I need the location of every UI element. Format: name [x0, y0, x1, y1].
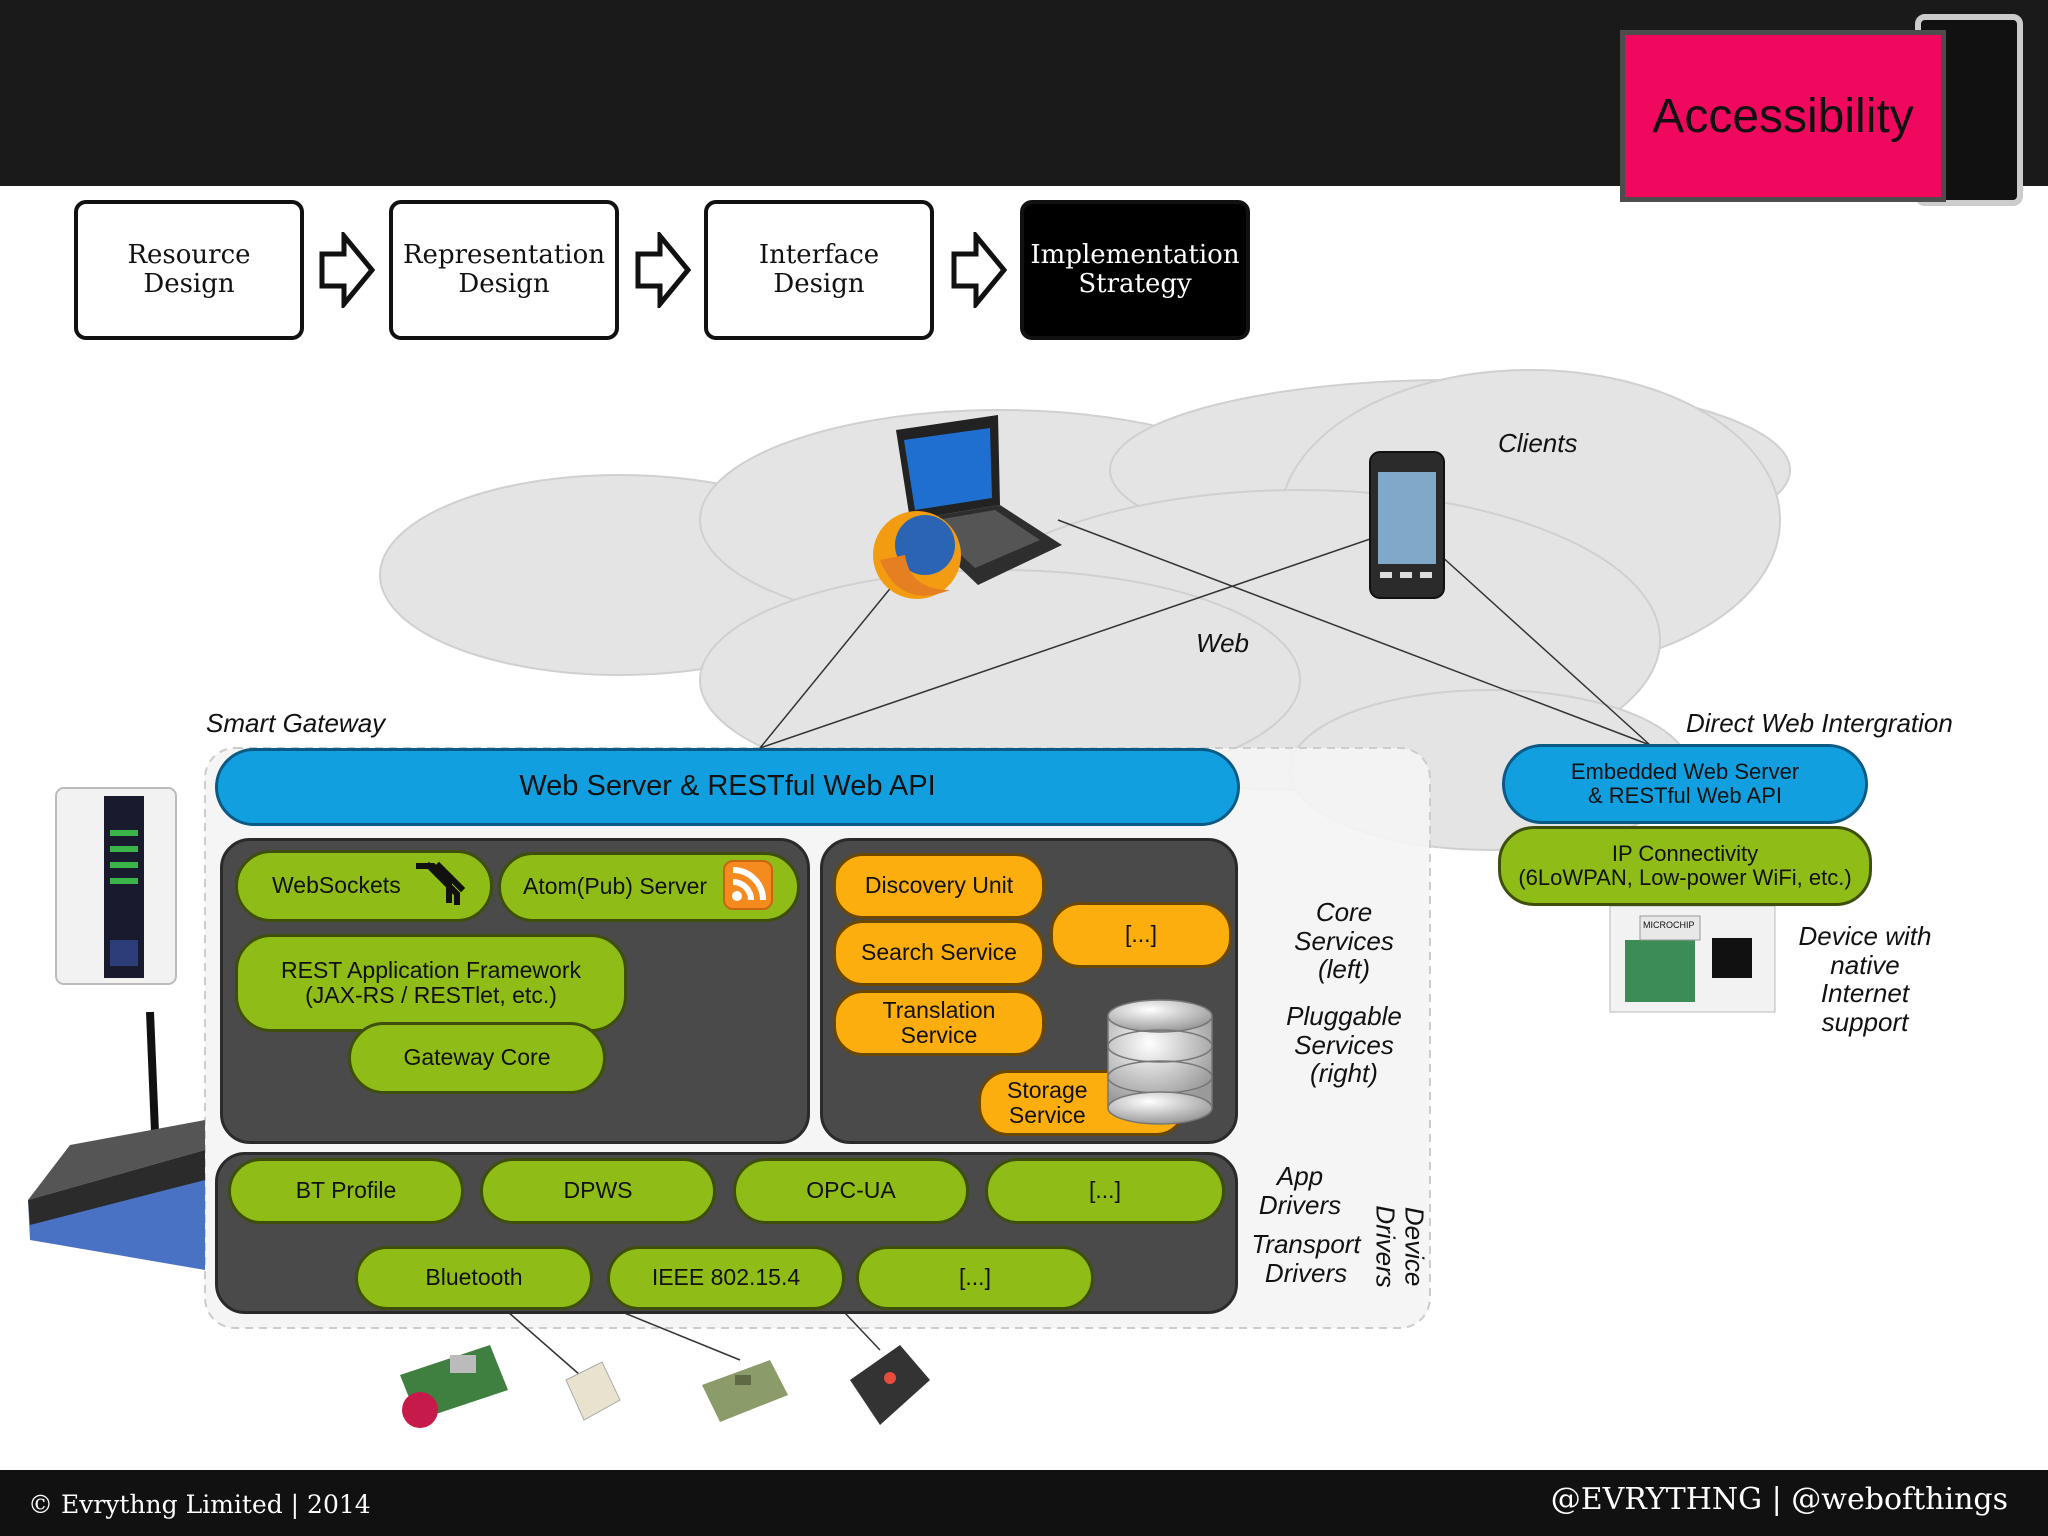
direct-web-integration-label: Direct Web Intergration — [1686, 708, 1953, 738]
storage-line1: Storage — [1007, 1076, 1088, 1103]
caption-line: App — [1276, 1161, 1324, 1191]
caption-line: Drivers — [1264, 1257, 1348, 1288]
websocket-icon — [416, 861, 465, 905]
caption-line: Services — [1294, 1029, 1394, 1060]
transport-drivers-caption: Transport Drivers — [1240, 1230, 1372, 1287]
caption-line: Drivers — [1371, 1205, 1401, 1288]
router-icon — [28, 1011, 205, 1270]
rest-framework-line1: REST Application Framework — [281, 956, 581, 983]
ip-connectivity-line1: IP Connectivity — [1611, 840, 1759, 866]
caption-line: Core — [1315, 897, 1373, 927]
transport-driver-bluetooth: Bluetooth — [355, 1246, 593, 1310]
footer-bar — [0, 1470, 2048, 1536]
nas-server-icon — [55, 787, 177, 985]
transport-driver-ieee-802-15-4: IEEE 802.15.4 — [607, 1246, 845, 1310]
handheld-device-icon — [850, 1345, 930, 1425]
firefox-icon — [873, 511, 961, 599]
step-label-line1: Interface — [758, 240, 880, 271]
step-label-line2: Design — [773, 269, 865, 299]
app-drivers-caption: App Drivers — [1244, 1162, 1356, 1219]
storage-line2: Service — [1008, 1102, 1086, 1128]
step-label-line1: Representation — [402, 240, 605, 271]
caption-line: (left) — [1318, 954, 1370, 985]
microchip-label: MICROCHIP — [1643, 920, 1695, 930]
websockets-label: WebSockets — [272, 872, 401, 899]
step-label-line2: Design — [458, 269, 550, 299]
accessibility-badge: Accessibility — [1620, 30, 1946, 202]
caption-line: Services — [1294, 925, 1394, 956]
embedded-web-server: Embedded Web Server& RESTful Web API — [1502, 744, 1868, 824]
step-label-line2: Strategy — [1078, 269, 1192, 299]
embedded-server-line2: & RESTful Web API — [1587, 783, 1782, 808]
translation-line1: Translation — [882, 996, 996, 1023]
app-driver-opc-ua: OPC-UA — [733, 1158, 969, 1224]
device-drivers-caption: Device Drivers — [1371, 1177, 1430, 1317]
sensor-icon — [565, 1361, 621, 1421]
arrow-right-icon — [319, 232, 376, 308]
caption-line: (right) — [1310, 1058, 1378, 1089]
sensor-board-icon — [702, 1360, 788, 1422]
app-driver-more: [...] — [985, 1158, 1225, 1224]
caption-line: Drivers — [1258, 1189, 1342, 1220]
raspberry-pi-icon — [400, 1345, 508, 1428]
step-label-line2: Design — [143, 269, 235, 299]
caption-line: Device — [1399, 1206, 1430, 1287]
social-handles: @EVRYTHNG | @webofthings — [1550, 1482, 2008, 1517]
ip-connectivity: IP Connectivity(6LoWPAN, Low-power WiFi,… — [1498, 826, 1872, 906]
app-driver-dpws: DPWS — [480, 1158, 716, 1224]
microchip-module-icon — [1609, 905, 1776, 1013]
clients-label: Clients — [1498, 428, 1578, 458]
websockets-module: WebSockets — [235, 850, 493, 922]
native-internet-device-caption: Device with native Internet support — [1780, 922, 1950, 1036]
rest-framework-line2: (JAX-RS / RESTlet, etc.) — [305, 982, 557, 1008]
caption-line: Pluggable — [1286, 1001, 1402, 1031]
rest-application-framework-module: REST Application Framework(JAX-RS / REST… — [235, 934, 627, 1032]
gateway-core-module: Gateway Core — [348, 1022, 606, 1094]
copyright-text: © Evrythng Limited | 2014 — [28, 1490, 371, 1519]
caption-line: Transport — [1251, 1229, 1361, 1259]
caption-line: Device with — [1798, 921, 1932, 951]
atom-pub-server-label: Atom(Pub) Server — [523, 873, 708, 900]
arrow-right-icon — [635, 232, 692, 308]
ip-connectivity-line2: (6LoWPAN, Low-power WiFi, etc.) — [1518, 865, 1852, 890]
discovery-unit-service: Discovery Unit — [833, 853, 1045, 919]
database-icon — [1107, 999, 1213, 1125]
rss-feed-icon — [723, 860, 773, 910]
pluggable-services-caption: Pluggable Services (right) — [1264, 1002, 1424, 1088]
step-label-line1: Resource — [127, 240, 251, 271]
search-service: Search Service — [833, 920, 1045, 986]
app-driver-bt-profile: BT Profile — [228, 1158, 464, 1224]
smart-gateway-label: Smart Gateway — [206, 708, 386, 738]
web-server-restful-api: Web Server & RESTful Web API — [215, 748, 1240, 826]
translation-line2: Service — [900, 1022, 978, 1048]
arrow-right-icon — [951, 232, 1008, 308]
laptop-icon — [896, 415, 1062, 585]
transport-driver-more: [...] — [856, 1246, 1094, 1310]
connection-lines — [507, 519, 1651, 1376]
web-label: Web — [1196, 628, 1249, 658]
core-services-caption: Core Services (left) — [1264, 898, 1424, 984]
caption-line: Internet — [1820, 978, 1910, 1009]
caption-line: support — [1821, 1006, 1909, 1037]
more-services-placeholder: [...] — [1050, 902, 1232, 968]
embedded-server-line1: Embedded Web Server — [1570, 758, 1800, 784]
smartphone-icon — [1369, 451, 1445, 599]
caption-line: native — [1830, 949, 1900, 980]
step-label-line1: Implementation — [1030, 240, 1240, 271]
